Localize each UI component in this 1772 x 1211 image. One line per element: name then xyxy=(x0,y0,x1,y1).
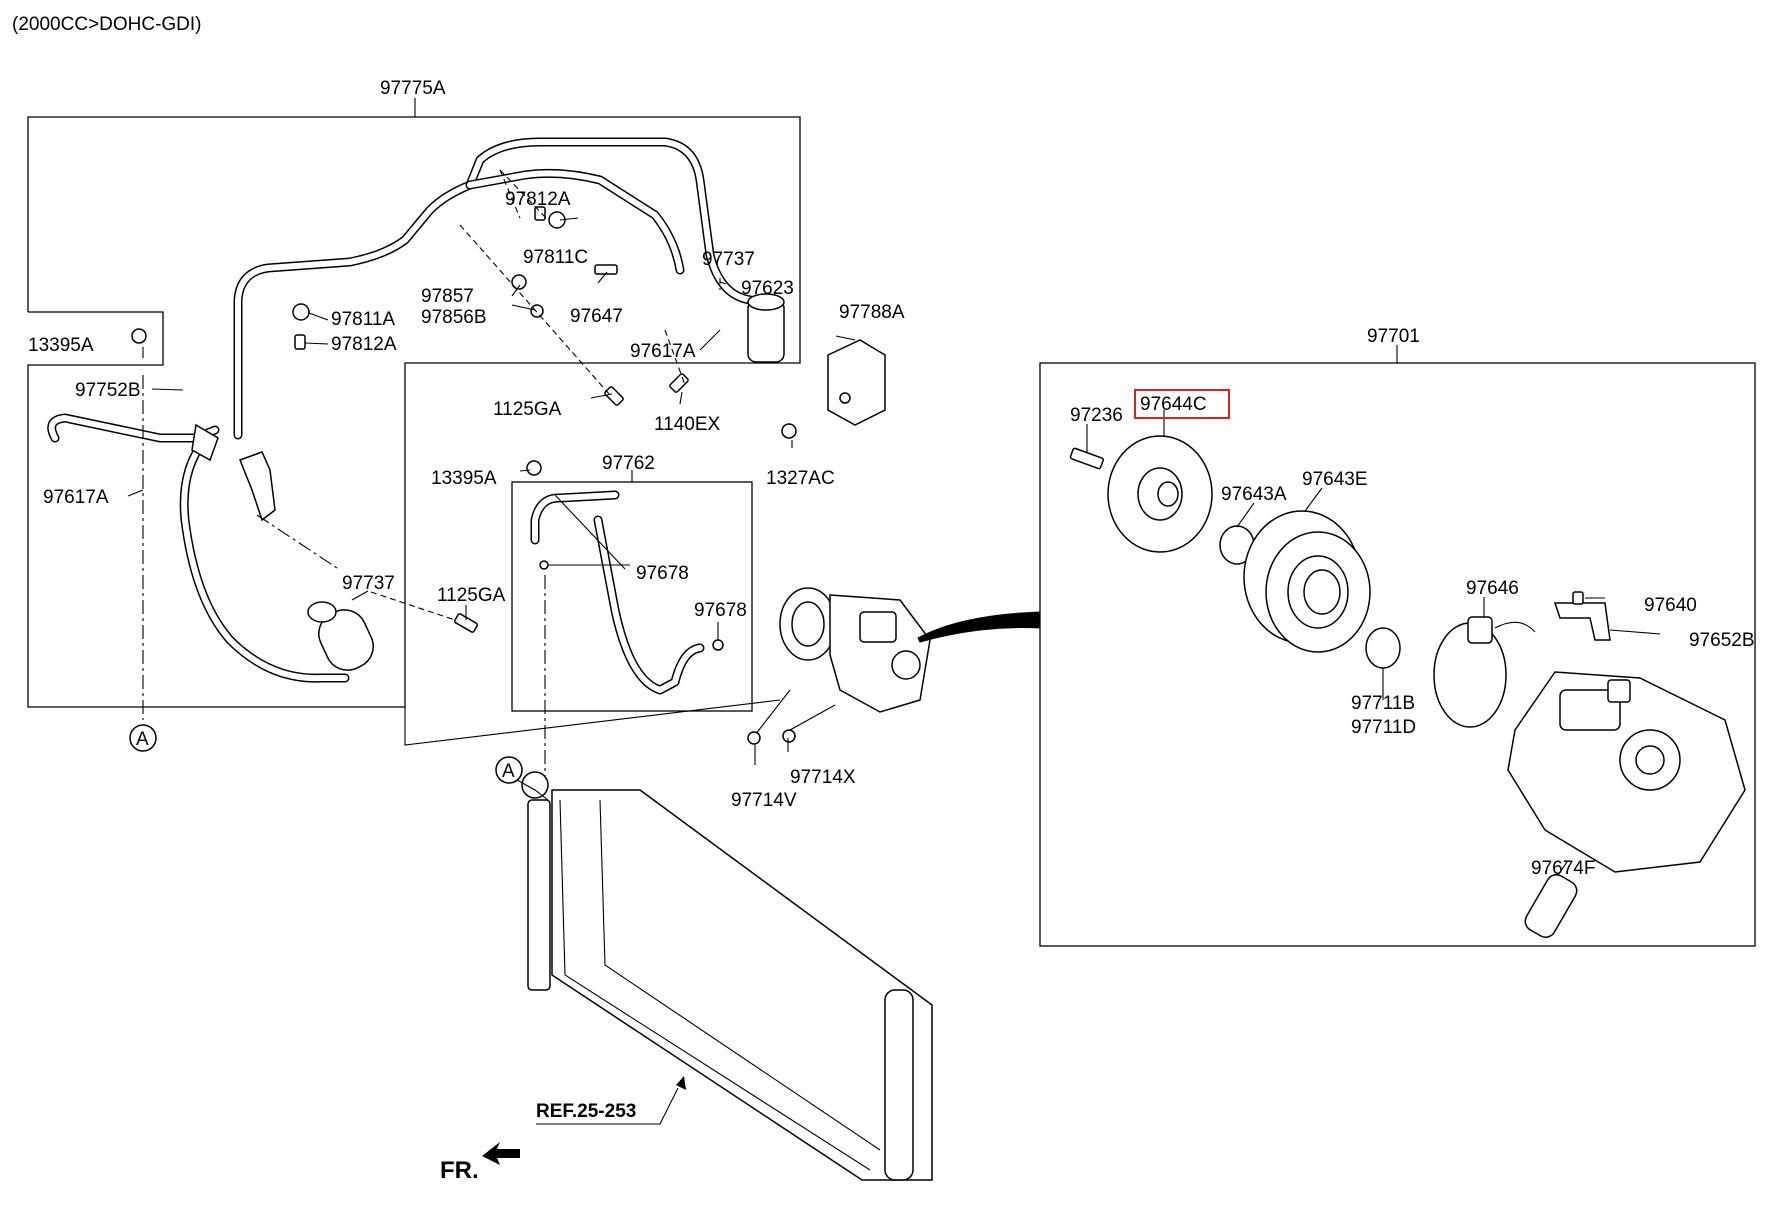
callout-1125GA-1[interactable]: 1125GA xyxy=(493,399,562,420)
pressure-sensor xyxy=(1524,874,1578,938)
callout-97236[interactable]: 97236 xyxy=(1070,405,1123,426)
callout-97812A-2[interactable]: 97812A xyxy=(505,189,571,210)
callout-97646[interactable]: 97646 xyxy=(1466,578,1519,599)
callout-97643E[interactable]: 97643E xyxy=(1302,469,1368,490)
small-fasteners xyxy=(131,206,797,633)
callout-97812A-1[interactable]: 97812A xyxy=(331,334,397,355)
marker-a-2: A xyxy=(502,761,515,782)
group-label-97762[interactable]: 97762 xyxy=(602,453,655,474)
callout-97678-2[interactable]: 97678 xyxy=(694,600,747,621)
callout-97644C[interactable]: 97644C xyxy=(1140,394,1207,415)
clutch-disc xyxy=(1107,435,1213,553)
callout-97678-1[interactable]: 97678 xyxy=(636,563,689,584)
suction-hose xyxy=(233,137,755,440)
field-coil xyxy=(1365,627,1401,669)
callout-97643A[interactable]: 97643A xyxy=(1221,484,1287,505)
callout-97752B[interactable]: 97752B xyxy=(75,380,141,401)
engine-caption: (2000CC>DOHC-GDI) xyxy=(12,14,202,35)
callout-97623[interactable]: 97623 xyxy=(741,278,794,299)
discharge-hose xyxy=(530,490,724,695)
front-direction-label: FR. xyxy=(440,1157,479,1184)
hose-bracket xyxy=(191,423,276,522)
callout-13395A-2[interactable]: 13395A xyxy=(431,468,497,489)
ref-label[interactable]: REF.25-253 xyxy=(536,1101,636,1122)
callout-97714V[interactable]: 97714V xyxy=(731,790,797,811)
callout-1140EX[interactable]: 1140EX xyxy=(654,414,721,435)
group-label-97701[interactable]: 97701 xyxy=(1367,326,1420,347)
pressure-switch-cover xyxy=(827,339,886,426)
leader-lines xyxy=(127,217,1661,876)
marker-a-1: A xyxy=(136,729,149,750)
harness-bracket xyxy=(1553,591,1611,641)
callout-97788A[interactable]: 97788A xyxy=(839,302,905,323)
front-arrow xyxy=(482,1142,520,1165)
callout-97714X[interactable]: 97714X xyxy=(790,767,856,788)
callout-97857[interactable]: 97857 xyxy=(421,286,474,307)
discharge-hose-box xyxy=(511,481,753,712)
callout-97617A-1[interactable]: 97617A xyxy=(43,487,109,508)
callout-97674F[interactable]: 97674F xyxy=(1531,858,1595,879)
connector-a-marker-2 xyxy=(495,756,523,784)
highlight-box-97644C xyxy=(1134,389,1230,419)
callout-97640[interactable]: 97640 xyxy=(1644,595,1697,616)
coil-harness xyxy=(1433,616,1536,728)
callout-97811A[interactable]: 97811A xyxy=(331,309,395,330)
callout-97811C[interactable]: 97811C xyxy=(523,247,588,268)
compressor-bolts xyxy=(747,689,836,745)
callout-97617A-2[interactable]: 97617A xyxy=(630,341,696,362)
callout-97737-1[interactable]: 97737 xyxy=(702,249,755,270)
callout-97711B[interactable]: 97711B xyxy=(1351,693,1415,714)
muffler xyxy=(307,601,374,671)
pulley xyxy=(1243,510,1371,653)
compressor-small xyxy=(779,587,931,713)
callout-97652B[interactable]: 97652B xyxy=(1689,630,1755,651)
callout-1125GA-2[interactable]: 1125GA xyxy=(437,585,506,606)
callout-1327AC[interactable]: 1327AC xyxy=(766,468,835,489)
callout-97647[interactable]: 97647 xyxy=(570,306,623,327)
connector-a-marker: A xyxy=(129,724,157,752)
clutch-bolt xyxy=(1069,447,1104,470)
callout-97737-2[interactable]: 97737 xyxy=(342,573,395,594)
compressor-body xyxy=(1507,671,1746,873)
zoom-arrow xyxy=(917,611,1041,643)
liquid-hose xyxy=(47,413,350,683)
group-label-97775A[interactable]: 97775A xyxy=(380,78,446,99)
callout-13395A-1[interactable]: 13395A xyxy=(28,335,94,356)
hose-assembly-box xyxy=(27,116,801,708)
condenser xyxy=(521,771,933,1181)
receiver-drier xyxy=(747,293,785,363)
callout-97856B[interactable]: 97856B xyxy=(421,307,487,328)
callout-97711D[interactable]: 97711D xyxy=(1351,717,1416,738)
